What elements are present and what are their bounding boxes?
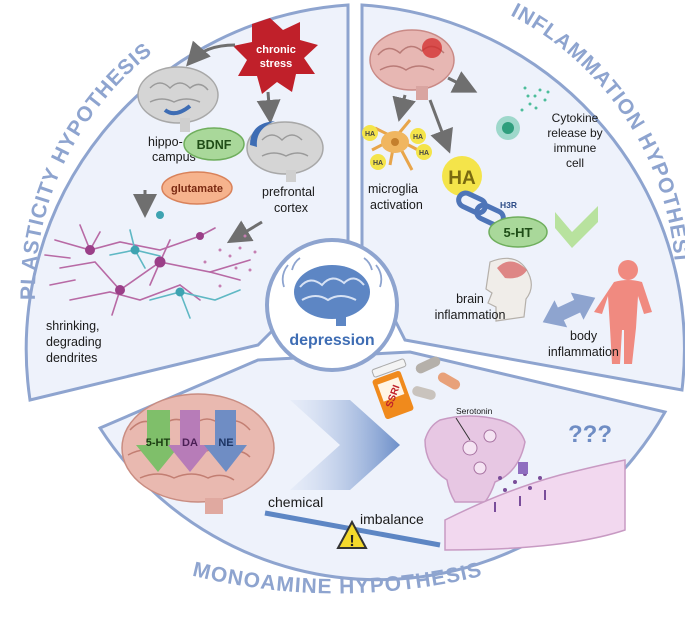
glutamate-pill — [161, 171, 233, 205]
immune-cell-icon — [496, 86, 550, 140]
neuron-network-icon — [44, 211, 257, 319]
arrow-ne-icon — [204, 410, 247, 472]
stress-to-cortex-arrow — [256, 91, 281, 124]
prefrontal-cortex-brain-icon — [246, 121, 324, 182]
microglia-label-2: activation — [370, 198, 423, 212]
bdnf-pill — [183, 127, 245, 161]
ha-marker-3: HA — [373, 160, 383, 167]
inflamed-brain-icon — [369, 29, 455, 100]
prefrontal-label-1: prefrontal — [262, 185, 315, 199]
brain-to-cytokine-arrow — [447, 71, 478, 93]
dendrites-label-3: dendrites — [46, 351, 97, 365]
cytokine-label-2: release by — [547, 126, 602, 140]
arrow-da-icon — [168, 410, 212, 472]
stress-to-hippocampus-arrow — [186, 40, 236, 67]
brain-to-histamine-arrow — [428, 99, 453, 154]
arrow-ne-label: NE — [218, 437, 233, 449]
hippocampus-label-1: hippo- — [148, 135, 183, 149]
bdnf-label: BDNF — [197, 138, 232, 152]
ht5-label: 5-HT — [504, 225, 533, 240]
ha-small-markers — [362, 125, 432, 170]
big-chevron-arrow — [290, 400, 400, 490]
cytokine-label-1: Cytokine — [552, 111, 599, 125]
body-inflammation-label-1: body — [570, 329, 598, 343]
warning-triangle-icon — [336, 519, 368, 549]
cytokine-label-4: cell — [566, 156, 584, 170]
ha-marker-1: HA — [365, 131, 375, 138]
cytokine-label-3: immune — [554, 141, 597, 155]
head-inflammation-icon — [485, 257, 532, 322]
dendrites-label-1: shrinking, — [46, 319, 100, 333]
capsule-pills-icon — [412, 356, 461, 400]
arrow-5ht-icon — [136, 410, 180, 472]
ha-marker-4: HA — [419, 150, 429, 157]
stress-line-1: chronic — [256, 44, 296, 56]
checkmark-icon — [555, 206, 598, 248]
stress-line-2: stress — [260, 58, 292, 70]
inflammation-panel — [360, 3, 685, 392]
ht5-pill — [488, 216, 548, 248]
arrow-da-label: DA — [182, 437, 198, 449]
ssri-bottle-icon — [371, 358, 414, 420]
brain-inflammation-label-1: brain — [456, 292, 484, 306]
cortex-to-neurons-arrow — [226, 220, 263, 244]
h3r-label: H3R — [500, 200, 517, 210]
microglia-cell-icon — [371, 119, 419, 171]
center-label: depression — [289, 332, 374, 349]
bidirectional-arrow — [542, 292, 596, 328]
serotonin-label: Serotonin — [456, 406, 493, 416]
question-marks: ??? — [568, 421, 612, 448]
ha-large-circle — [442, 156, 482, 196]
glutamate-label: glutamate — [171, 183, 223, 195]
hippocampus-label-2: campus — [152, 150, 196, 164]
ha-marker-2: HA — [413, 134, 423, 141]
microglia-label-1: microglia — [368, 182, 418, 196]
center-brain-icon — [281, 257, 383, 326]
inflamed-body-icon — [594, 260, 652, 364]
brain-to-microglia-arrow — [392, 94, 416, 122]
serotonin-pointer-line — [455, 417, 471, 441]
ha-large-label: HA — [448, 168, 476, 189]
brain-inflammation-label-2: inflammation — [435, 308, 506, 322]
imbalance-label: imbalance — [360, 511, 424, 527]
synapse-icon — [424, 415, 626, 551]
hippocampus-brain-icon — [137, 66, 219, 132]
body-inflammation-label-2: inflammation — [548, 345, 619, 359]
arrow-5ht-label: 5-HT — [146, 437, 171, 449]
prefrontal-label-2: cortex — [274, 201, 309, 215]
warning-mark: ! — [349, 533, 354, 550]
chronic-stress-burst — [233, 18, 318, 94]
dendrites-label-2: degrading — [46, 335, 102, 349]
chemical-label: chemical — [268, 494, 323, 510]
